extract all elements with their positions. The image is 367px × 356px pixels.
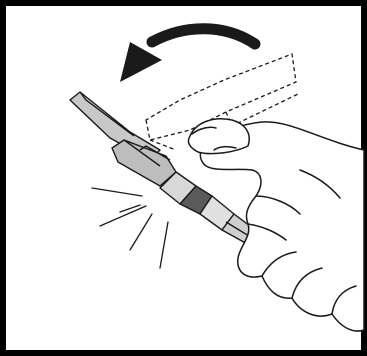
impact-lines-icon	[92, 188, 168, 268]
curved-arrow-icon	[120, 29, 255, 82]
safety-shield	[70, 92, 176, 186]
